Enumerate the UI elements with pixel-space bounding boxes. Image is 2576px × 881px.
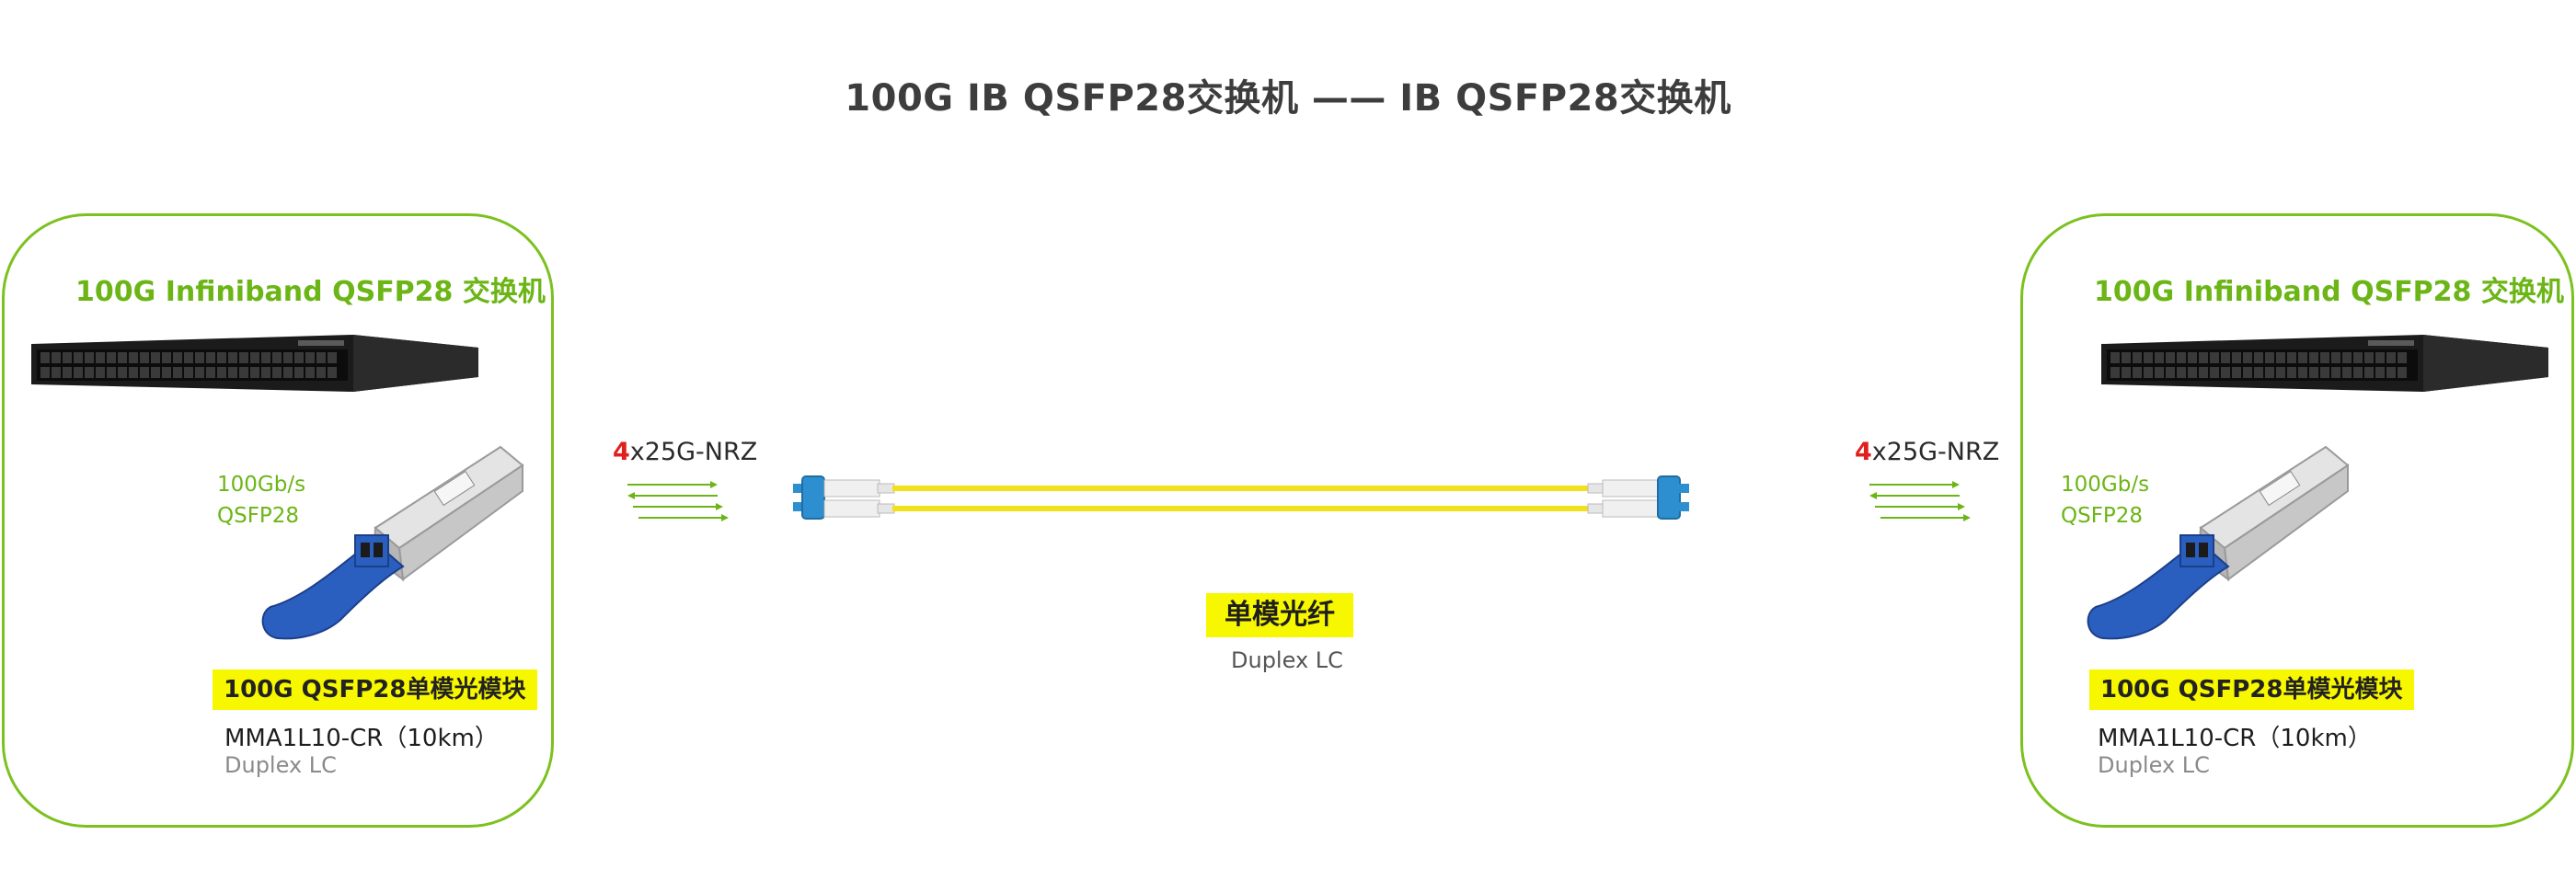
right-lane-rate: x25G-NRZ (1871, 438, 2000, 466)
right-panel-title: 100G Infiniband QSFP28 交换机 (2094, 276, 2564, 308)
left-switch-icon (31, 335, 478, 392)
right-lane-label: 4x25G-NRZ (1855, 438, 1999, 466)
left-module-tag: 100G QSFP28单模光模块 (213, 669, 537, 710)
left-rate-line1: 100Gb/s (217, 473, 306, 497)
fiber-type-tag: 单模光纤 (1206, 593, 1353, 637)
right-lane-count: 4 (1855, 438, 1872, 466)
right-rate-line2: QSFP28 (2061, 504, 2144, 528)
right-switch-icon (2101, 335, 2548, 392)
left-lane-label: 4x25G-NRZ (613, 438, 757, 466)
right-connector-type: Duplex LC (2098, 752, 2210, 778)
right-rate-line1: 100Gb/s (2061, 473, 2150, 497)
right-qsfp28-module-icon (2087, 445, 2350, 640)
left-part-number: MMA1L10-CR（10km） (224, 725, 499, 752)
right-lane-arrows-icon (1869, 481, 1971, 521)
right-module-tag: 100G QSFP28单模光模块 (2089, 669, 2414, 710)
fiber-cable-icon (793, 475, 1689, 520)
right-part-number: MMA1L10-CR（10km） (2098, 725, 2372, 752)
left-lane-rate: x25G-NRZ (629, 438, 758, 466)
right-rate-label: 100Gb/s QSFP28 (2061, 469, 2149, 532)
page-title: 100G IB QSFP28交换机 —— IB QSFP28交换机 (845, 77, 1731, 120)
left-lc-connector-icon (793, 475, 895, 520)
fiber-connector-type: Duplex LC (1231, 647, 1343, 673)
left-lane-count: 4 (613, 438, 630, 466)
left-rate-label: 100Gb/s QSFP28 (217, 469, 305, 532)
left-qsfp28-module-icon (261, 445, 524, 640)
left-lane-arrows-icon (627, 481, 729, 521)
left-connector-type: Duplex LC (224, 752, 337, 778)
right-lc-connector-icon (1587, 475, 1689, 520)
left-panel-title: 100G Infiniband QSFP28 交换机 (75, 276, 546, 308)
left-rate-line2: QSFP28 (217, 504, 300, 528)
